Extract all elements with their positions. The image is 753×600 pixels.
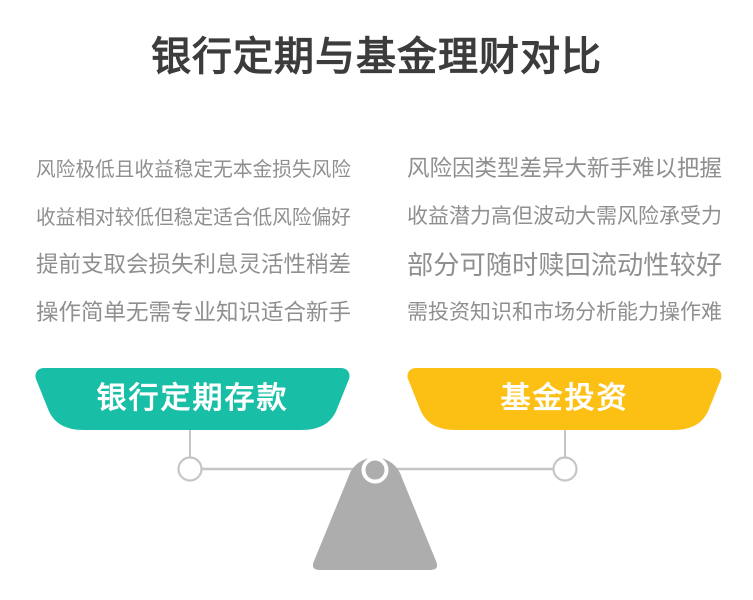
- fund-pan-label: 基金投资: [500, 382, 629, 415]
- bank-pan-shape: [35, 368, 350, 430]
- fund-pan-shape: [407, 368, 722, 430]
- bank-point-3: 提前支取会损失利息灵活性稍差: [36, 252, 352, 277]
- left-beam-circle: [177, 456, 203, 482]
- fund-point-3: 部分可随时赎回流动性较好: [407, 250, 722, 280]
- bank-points-column: 风险极低且收益稳定无本金损失风险 收益相对较低但稳定适合低风险偏好 提前支取会损…: [36, 143, 351, 335]
- bank-point-4: 操作简单无需专业知识适合新手: [36, 300, 352, 325]
- bank-point-2: 收益相对较低但稳定适合低风险偏好: [36, 206, 351, 229]
- fund-points-column: 风险因类型差异大新手难以把握 收益潜力高但波动大需风险承受力 部分可随时赎回流动…: [407, 143, 722, 335]
- bank-point-1: 风险极低且收益稳定无本金损失风险: [36, 158, 351, 181]
- bank-pan-label: 银行定期存款: [96, 382, 289, 415]
- page-title: 银行定期与基金理财对比: [151, 35, 602, 79]
- pivot-ring: [361, 456, 389, 484]
- fund-point-2: 收益潜力高但波动大需风险承受力: [407, 205, 722, 228]
- fund-point-1: 风险因类型差异大新手难以把握: [407, 156, 723, 181]
- right-beam-circle: [552, 456, 578, 482]
- fund-point-4: 需投资知识和市场分析能力操作难: [407, 301, 722, 324]
- fulcrum-triangle: [312, 457, 438, 570]
